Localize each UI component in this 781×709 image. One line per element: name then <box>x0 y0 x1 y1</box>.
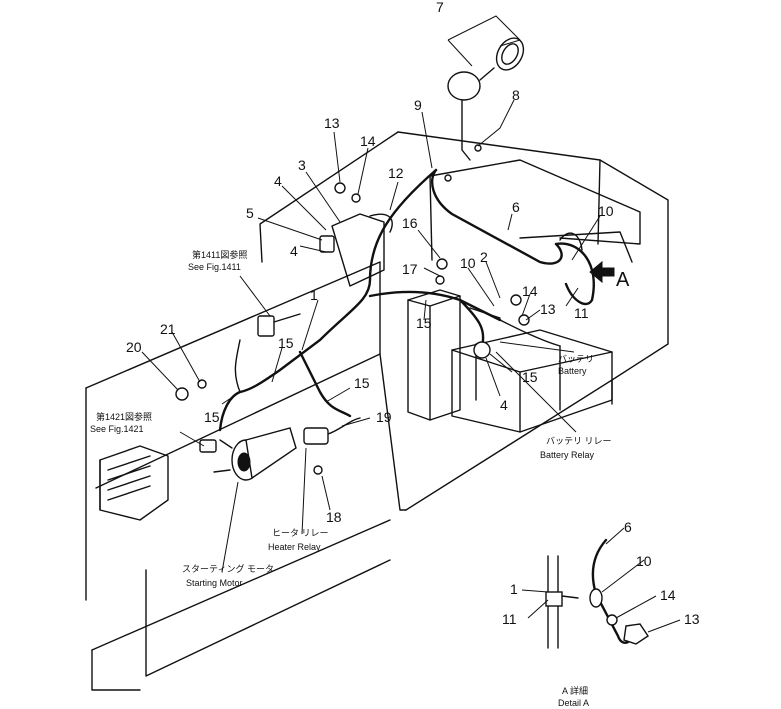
see-fig-1411-jp: 第1411図参照 <box>192 249 247 260</box>
callout-15: 15 <box>416 315 432 331</box>
see-fig-1411: See Fig.1411 <box>188 262 241 272</box>
label-arrows <box>179 275 577 573</box>
starting-motor-label: Starting Motor <box>186 578 243 588</box>
callout-15: 15 <box>354 375 370 391</box>
detail-a-label: Detail A <box>558 698 589 708</box>
callout-2: 2 <box>480 249 488 265</box>
connector-1411 <box>257 313 301 337</box>
detail-callout-10: 10 <box>636 553 652 569</box>
callout-18: 18 <box>326 509 342 525</box>
detail-callout-13: 13 <box>684 611 700 627</box>
detail-a-jp: A 詳細 <box>562 685 588 696</box>
callout-4: 4 <box>274 173 282 189</box>
relay-bracket <box>319 213 393 287</box>
battery-box <box>451 329 613 433</box>
callout-17: 17 <box>402 261 418 277</box>
callout-14: 14 <box>522 283 538 299</box>
battery-relay-label: Battery Relay <box>540 450 595 460</box>
callout-1: 1 <box>310 287 318 303</box>
callout-7: 7 <box>436 0 444 15</box>
fasteners <box>175 144 530 475</box>
machine-frame <box>85 131 669 691</box>
callout-10: 10 <box>460 255 476 271</box>
callout-9: 9 <box>414 97 422 113</box>
callout-14: 14 <box>360 133 376 149</box>
callout-19: 19 <box>376 409 392 425</box>
detail-a-inset <box>521 527 681 649</box>
callout-12: 12 <box>388 165 404 181</box>
callout-6: 6 <box>512 199 520 215</box>
callout-11: 11 <box>574 305 589 321</box>
detail-callout-11: 11 <box>502 611 517 627</box>
callout-10: 10 <box>598 203 614 219</box>
starting-motor <box>213 427 297 481</box>
battery-relay-jp: バッテリ リレー <box>546 436 612 446</box>
filter-pillar <box>407 289 461 421</box>
callout-15: 15 <box>278 335 294 351</box>
text-labels: 第1411図参照 See Fig.1411 第1421図参照 See Fig.1… <box>90 249 630 708</box>
detail-callout-14: 14 <box>660 587 676 603</box>
callout-4: 4 <box>500 397 508 413</box>
detail-callout-1: 1 <box>510 581 518 597</box>
battery-relay <box>469 294 522 359</box>
leader-lines <box>141 99 601 511</box>
engine-housing <box>99 439 217 521</box>
callout-13: 13 <box>540 301 556 317</box>
callout-15: 15 <box>204 409 220 425</box>
view-arrow-label: A <box>616 269 630 291</box>
callout-20: 20 <box>126 339 142 355</box>
callout-4: 4 <box>290 243 298 259</box>
heater-relay-label: Heater Relay <box>268 542 321 552</box>
callout-5: 5 <box>246 205 254 221</box>
heater-relay <box>303 417 361 445</box>
battery-jp: バッテリ <box>558 354 594 364</box>
battery-label: Battery <box>558 366 587 376</box>
harness-6 <box>431 168 595 306</box>
see-fig-1421: See Fig.1421 <box>90 424 144 434</box>
work-lamp <box>447 15 525 161</box>
callout-16: 16 <box>402 215 418 231</box>
view-arrow-a <box>589 260 615 284</box>
callout-15: 15 <box>522 369 538 385</box>
callout-numbers: 7 8 9 13 14 3 12 4 5 4 16 6 10 2 17 10 1… <box>126 0 700 627</box>
see-fig-1421-jp: 第1421図参照 <box>96 411 152 422</box>
callout-21: 21 <box>160 321 176 337</box>
callout-8: 8 <box>512 87 520 103</box>
callout-13: 13 <box>324 115 340 131</box>
heater-relay-jp: ヒータ リレー <box>272 528 329 538</box>
callout-3: 3 <box>298 157 306 173</box>
starting-motor-jp: スターティング モータ <box>182 563 274 574</box>
fuel-tank <box>429 159 641 263</box>
detail-callout-6: 6 <box>624 519 632 535</box>
